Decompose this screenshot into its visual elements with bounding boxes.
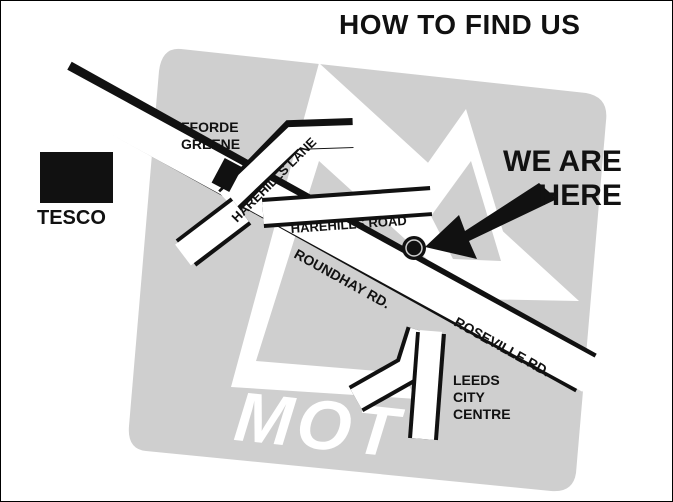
leeds-city-centre-label: LEEDS CITY CENTRE xyxy=(453,372,511,422)
arrow-icon xyxy=(425,183,557,259)
page-title: HOW TO FIND US xyxy=(339,9,581,40)
city-centre-road-line xyxy=(348,326,446,441)
harehills-road-line xyxy=(261,186,434,228)
location-marker-icon xyxy=(402,236,426,260)
tesco-label: TESCO xyxy=(37,207,106,229)
fforde-greene-building xyxy=(211,157,243,193)
harehills-lane-line xyxy=(218,118,356,212)
roundhay-road-line xyxy=(47,61,600,393)
tesco-building xyxy=(40,152,113,203)
lower-left-road-line xyxy=(175,197,252,267)
fforde-greene-label: FFORDE GREENE xyxy=(181,119,241,152)
we-are-here-label: WE ARE HERE xyxy=(503,145,622,212)
roads xyxy=(47,61,600,441)
